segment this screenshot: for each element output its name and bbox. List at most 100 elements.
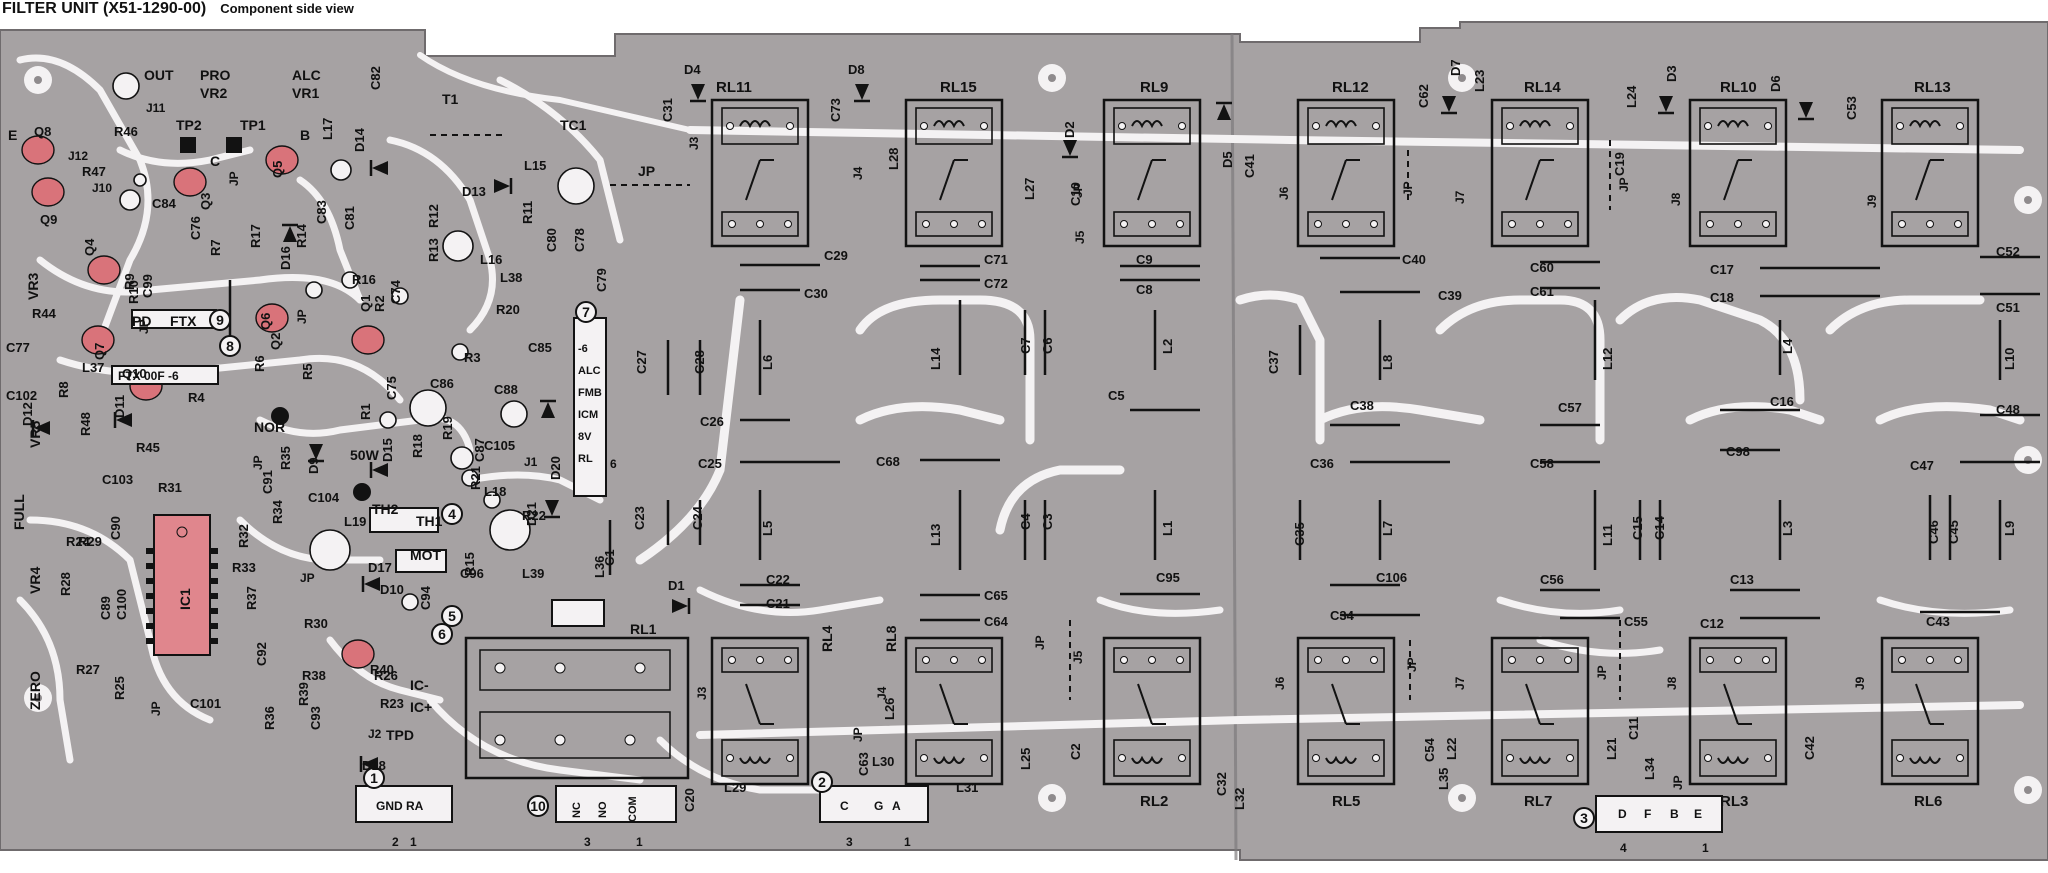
relay-body bbox=[710, 636, 810, 786]
marker-number: 7 bbox=[582, 304, 590, 320]
relay-pin bbox=[1566, 122, 1574, 130]
black-dot bbox=[271, 407, 289, 425]
mounting-holes bbox=[24, 64, 2042, 812]
diode-label-d4: D4 bbox=[684, 62, 701, 77]
marker-number: 1 bbox=[370, 770, 378, 786]
trace-left-9 bbox=[296, 176, 364, 304]
page-subtitle: Component side view bbox=[220, 1, 354, 16]
diode-body bbox=[855, 84, 869, 100]
trace-loop-4 bbox=[1235, 290, 1325, 445]
relay-contact bbox=[1525, 683, 1554, 725]
capacitor-label-c102: C102 bbox=[6, 388, 37, 403]
capacitor-label-c54: C54 bbox=[1422, 737, 1437, 762]
relay-pin bbox=[1896, 754, 1904, 762]
transistor-q5 bbox=[265, 145, 299, 175]
resistor-label-r46: R46 bbox=[114, 124, 138, 139]
component-circle bbox=[309, 529, 351, 571]
capacitor-label-c47: C47 bbox=[1910, 458, 1934, 473]
relay-body bbox=[1880, 636, 1980, 786]
inductor-label-l15: L15 bbox=[524, 158, 546, 173]
relay-pin bbox=[1118, 754, 1126, 762]
capacitor-label-c11: C11 bbox=[1626, 717, 1641, 740]
diode-label-d7: D7 bbox=[1448, 59, 1463, 76]
relay-rl2 bbox=[1102, 636, 1202, 786]
capacitor-label-c82: C82 bbox=[368, 66, 383, 90]
trace-left-14 bbox=[426, 696, 644, 784]
connector-10-pin-com: COM bbox=[627, 796, 639, 822]
relay-pin bbox=[950, 656, 958, 664]
capacitor-label-c12: C12 bbox=[1700, 616, 1724, 631]
relay-pin bbox=[1566, 754, 1574, 762]
diode-label-d8: D8 bbox=[848, 62, 865, 77]
jack-label-j1: J1 bbox=[524, 455, 538, 469]
relay-pin bbox=[1926, 656, 1934, 664]
jack-label-j6-lower: J6 bbox=[1273, 676, 1287, 690]
diode-label-d11: D11 bbox=[112, 395, 127, 418]
ftx-box bbox=[111, 365, 219, 385]
misc-label-th1: TH1 bbox=[416, 513, 443, 529]
relay-pin bbox=[1372, 754, 1380, 762]
inductor-label-l2: L2 bbox=[1160, 339, 1175, 354]
relay-pin bbox=[726, 754, 734, 762]
diode-body bbox=[372, 161, 388, 175]
relay-contact-box bbox=[1699, 211, 1777, 237]
relay-pin bbox=[920, 122, 928, 130]
capacitor-label-c104: C104 bbox=[308, 490, 340, 505]
resistor-label-r45: R45 bbox=[136, 440, 160, 455]
relay-coil bbox=[1131, 120, 1163, 129]
inductor-label-l14: L14 bbox=[928, 347, 943, 370]
relay-pin bbox=[1956, 754, 1964, 762]
trace-low-1 bbox=[696, 586, 884, 616]
inductor-label-l21: L21 bbox=[1604, 738, 1619, 760]
diode-body bbox=[309, 444, 323, 460]
component-circle bbox=[401, 593, 419, 611]
inductor-label-l11: L11 bbox=[1600, 524, 1615, 546]
relay-contact-box bbox=[1307, 647, 1385, 673]
trace-left-4 bbox=[26, 516, 214, 724]
capacitor-label-c74: C74 bbox=[388, 279, 403, 304]
diode-d1 bbox=[672, 598, 691, 614]
relay-body bbox=[1490, 98, 1590, 248]
relay-pin bbox=[1954, 220, 1962, 228]
transistor-label-q1: Q1 bbox=[358, 295, 373, 312]
connector-7-pin: RL bbox=[578, 453, 593, 465]
ic1-pin bbox=[146, 638, 154, 644]
capacitor-label-c5: C5 bbox=[1108, 388, 1125, 403]
capacitor-label-c28: C28 bbox=[692, 350, 707, 374]
inductor-label-l4: L4 bbox=[1780, 338, 1795, 354]
relay-pin bbox=[980, 122, 988, 130]
relay-contact-box bbox=[1113, 211, 1191, 237]
relay-pin bbox=[1178, 122, 1186, 130]
capacitor-label-c1: C1 bbox=[602, 549, 617, 566]
relay-contact-box bbox=[1501, 211, 1579, 237]
capacitor-label-c27: C27 bbox=[634, 350, 649, 374]
capacitor-label-c6: C6 bbox=[1040, 337, 1055, 354]
capacitor-label-c16: C16 bbox=[1770, 394, 1794, 409]
relay-contact bbox=[939, 683, 968, 725]
mounting-hole-center bbox=[34, 694, 42, 702]
mounting-hole-center bbox=[2024, 786, 2032, 794]
misc-label-jp-7: JP bbox=[1595, 665, 1609, 680]
misc-label-c: C bbox=[210, 153, 220, 169]
mounting-hole-center bbox=[1458, 74, 1466, 82]
jack-label-j9: J9 bbox=[1865, 194, 1879, 208]
trace-bottom-bus bbox=[696, 701, 2024, 739]
transistor-label-q3: Q3 bbox=[198, 193, 213, 210]
capacitor-label-c58: C58 bbox=[1530, 456, 1554, 471]
diode-body bbox=[34, 421, 50, 435]
relay-pin bbox=[980, 754, 988, 762]
connector-2-body bbox=[819, 785, 929, 823]
misc-label-jp: JP bbox=[638, 163, 655, 179]
misc-label-vr5: VR5 bbox=[27, 421, 43, 448]
relay-coil-box bbox=[1307, 739, 1385, 777]
capacitor-label-c48: C48 bbox=[1996, 402, 2020, 417]
misc-label-jp-2: JP bbox=[1071, 183, 1085, 198]
relay-pin bbox=[922, 220, 930, 228]
relay-pin bbox=[726, 122, 734, 130]
misc-label-e: E bbox=[8, 127, 17, 143]
diode-d3 bbox=[1658, 96, 1674, 115]
resistor-label-r13: R13 bbox=[426, 238, 441, 262]
relay-coil bbox=[739, 755, 771, 764]
ic1-pin bbox=[146, 608, 154, 614]
